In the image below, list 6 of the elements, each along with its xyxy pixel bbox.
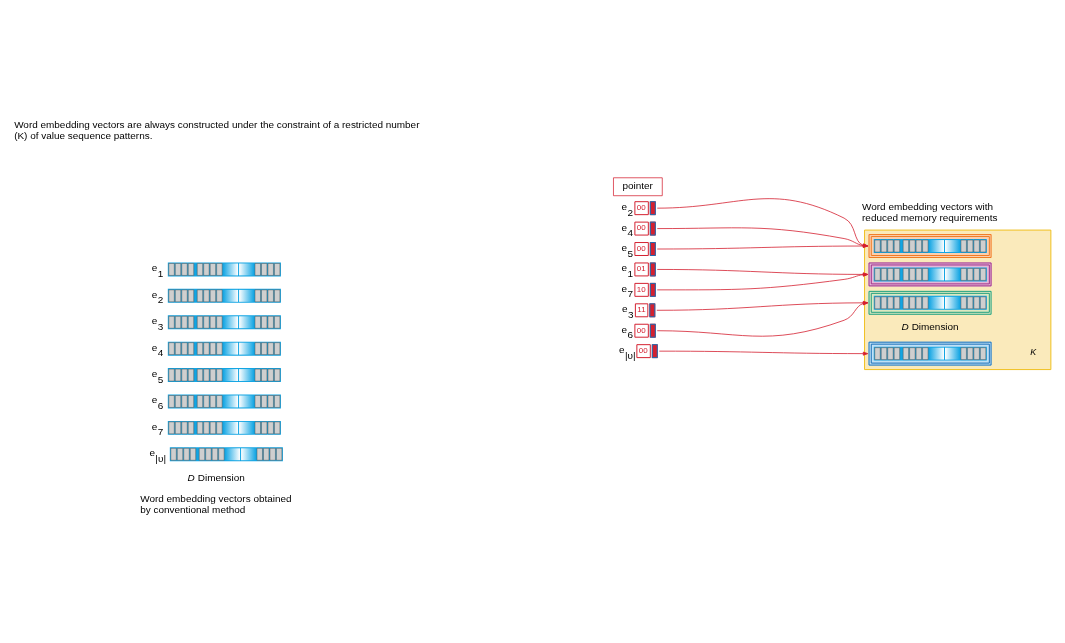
diagram-title: Word embedding vectors are always constructed under the constraint of a restricted number (K) of value sequence patterns. (14, 118, 420, 141)
label: K (1030, 346, 1037, 357)
label: D Dimension (901, 320, 959, 332)
label: Word embedding vectors with reduced memory requirements (862, 200, 998, 223)
label: Word embedding vectors obtained by conventional method (140, 492, 292, 515)
label: D Dimension (187, 471, 245, 483)
